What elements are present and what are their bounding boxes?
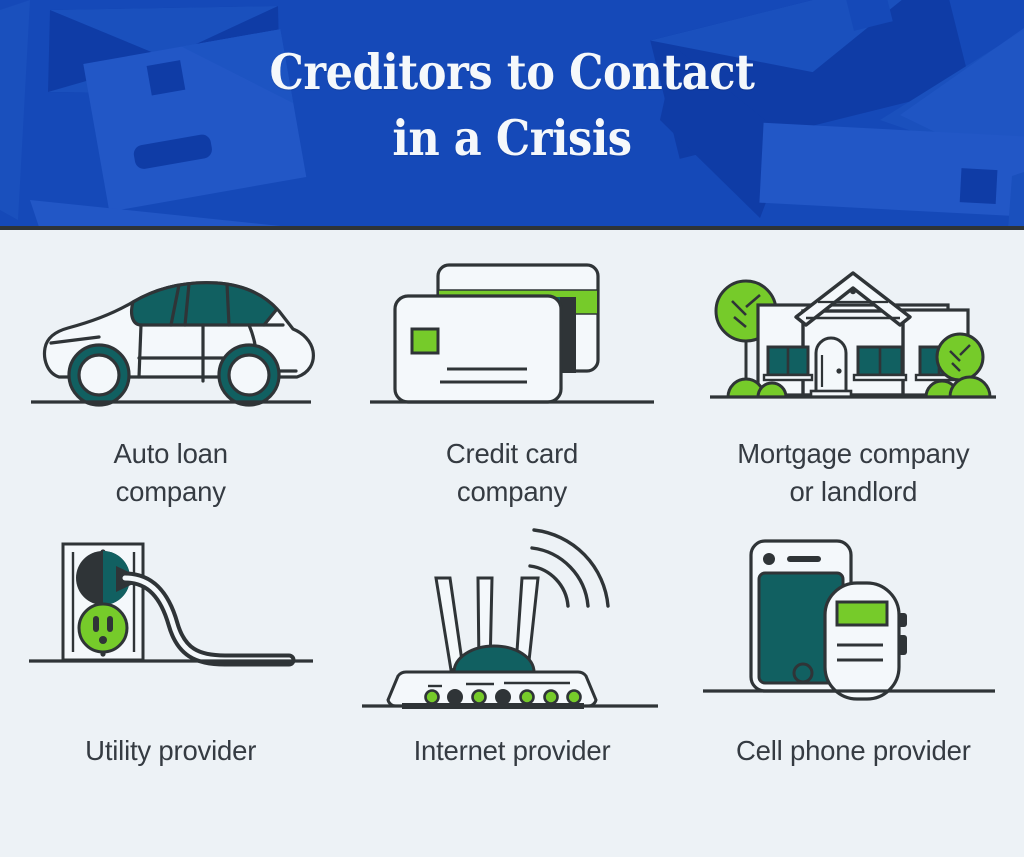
front-card [393, 294, 563, 404]
creditor-grid: Auto loan company [0, 230, 1024, 770]
bush-4 [948, 375, 992, 399]
wifi-router-icon-wrap [341, 510, 682, 710]
label-mortgage: Mortgage company or landlord [737, 435, 969, 510]
house-roof [794, 271, 913, 327]
label-line-2: or landlord [789, 475, 918, 507]
plug-cord-highlight [122, 575, 292, 663]
router-dome [452, 644, 536, 674]
label-line-2: company [456, 475, 568, 507]
cell-phone-icon-wrap [683, 510, 1024, 710]
plug-head [75, 551, 133, 606]
house-window-left [763, 345, 814, 382]
outlet-socket [77, 602, 129, 654]
wifi-router-icon [361, 528, 658, 710]
car-wheel-front [67, 343, 131, 407]
label-line-2: company [115, 475, 226, 507]
header-title: Creditors to Contact in a Crisis [0, 40, 1024, 171]
label-line-1: Credit card [445, 438, 579, 469]
power-outlet-icon-wrap [0, 510, 341, 710]
label-line-1: Cell phone provider [735, 735, 971, 767]
router-body [386, 670, 598, 708]
label-utility: Utility provider [85, 732, 256, 770]
credit-card-icon-wrap [341, 240, 682, 415]
power-outlet-icon [28, 542, 313, 667]
feature-phone [823, 581, 908, 701]
credit-card-icon [369, 263, 654, 404]
grid-item-mortgage: Mortgage company or landlord [683, 240, 1024, 510]
grid-item-auto-loan: Auto loan company [0, 240, 341, 510]
router-leds [424, 689, 582, 706]
grid-item-cell-phone: Cell phone provider [683, 510, 1024, 770]
label-cell-phone: Cell phone provider [736, 732, 971, 770]
car-wheel-rear [217, 343, 281, 407]
house-window-center [853, 345, 908, 382]
tree-right [935, 332, 985, 395]
header-background-shapes [0, 0, 1024, 226]
grid-item-credit-card: Credit card company [341, 240, 682, 510]
car-icon [30, 281, 315, 407]
title-line-1: Creditors to Contact [269, 43, 755, 101]
label-credit-card: Credit card company [446, 435, 578, 510]
label-line-1: Mortgage company [737, 438, 970, 469]
title-line-2: in a Crisis [392, 108, 632, 167]
grid-item-internet: Internet provider [341, 510, 682, 770]
house-icon [710, 271, 997, 399]
bush-2 [756, 381, 788, 399]
label-auto-loan: Auto loan company [113, 435, 228, 510]
grid-item-utility: Utility provider [0, 510, 341, 770]
label-line-1: Internet provider [413, 735, 611, 767]
wifi-signal-arcs [528, 528, 610, 609]
house-icon-wrap [683, 240, 1024, 415]
header-banner: Creditors to Contact in a Crisis [0, 0, 1024, 230]
plug-cord [118, 571, 296, 667]
cell-phone-icon [703, 539, 996, 701]
label-line-1: Utility provider [85, 735, 257, 767]
label-line-1: Auto loan [113, 438, 228, 469]
house-door [810, 336, 853, 399]
label-internet: Internet provider [414, 732, 611, 770]
car-icon-wrap [0, 240, 341, 415]
